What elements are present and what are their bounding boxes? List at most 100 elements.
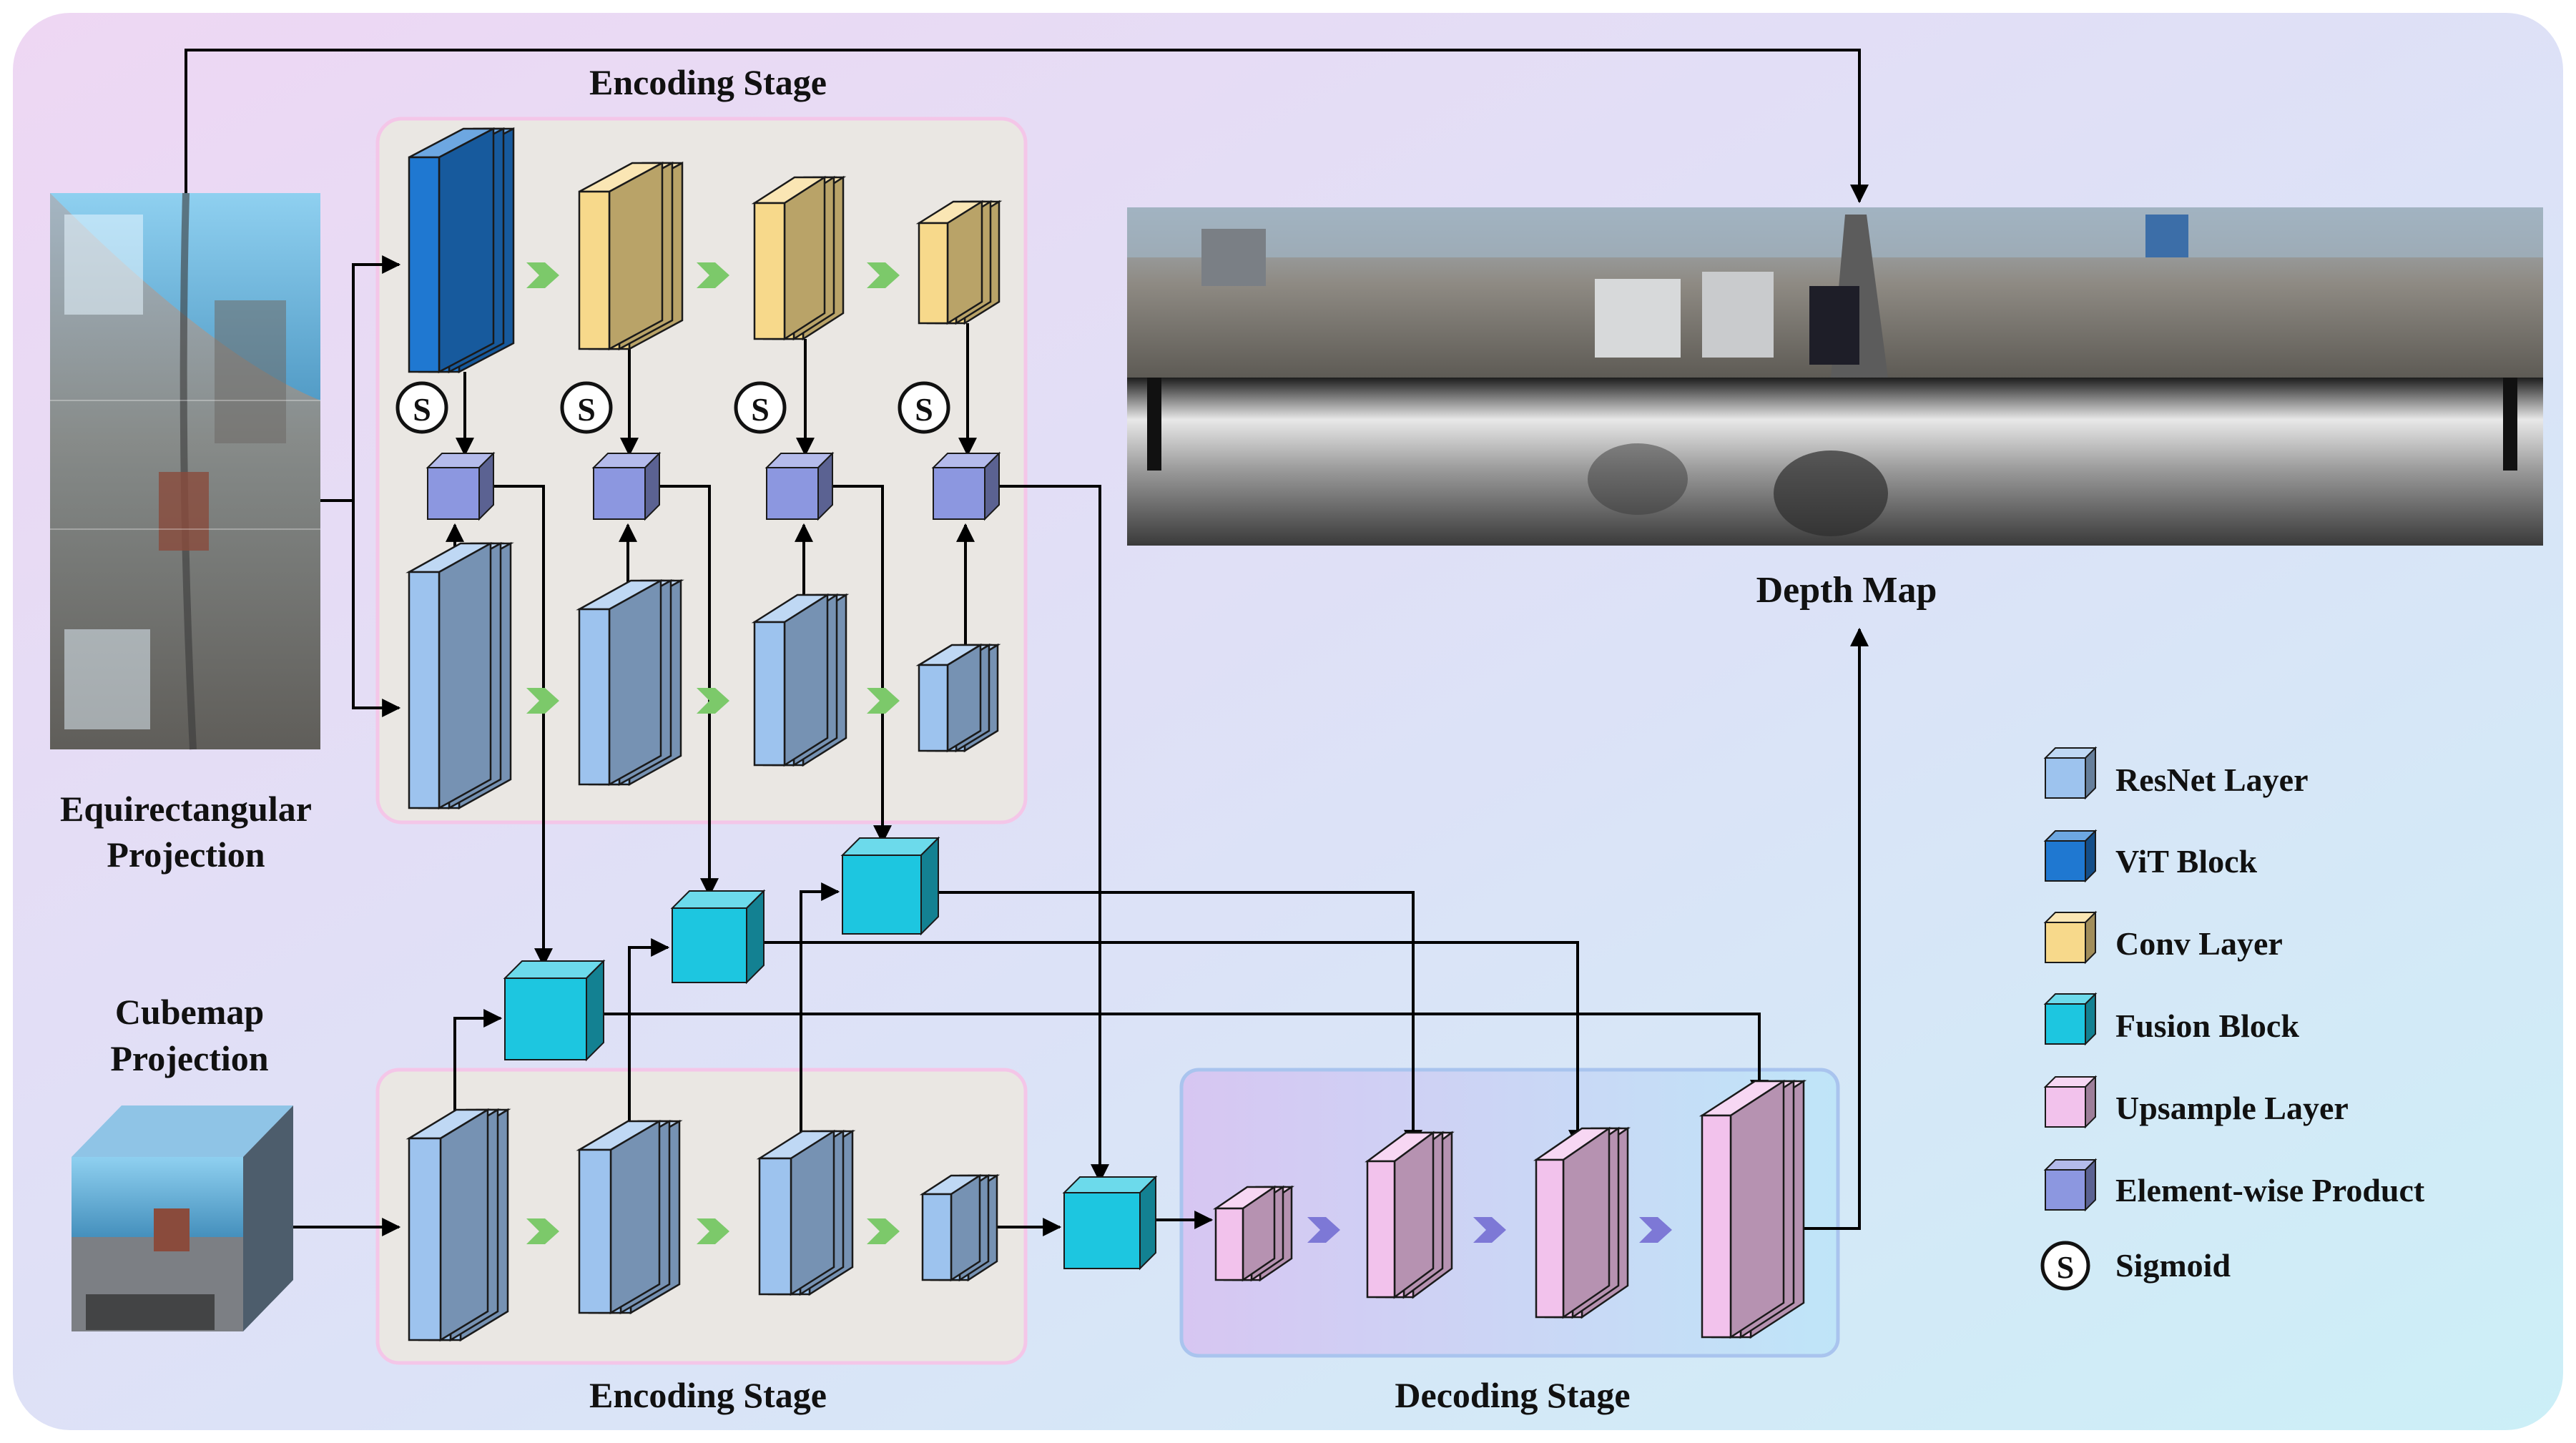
svg-text:S: S: [577, 391, 596, 428]
resnet-layer: [756, 1129, 856, 1296]
chevron-icon: [1639, 1217, 1672, 1243]
fusion-block: [1062, 1175, 1158, 1271]
vit-block-swatch: [2043, 829, 2098, 883]
sigmoid-icon-letter: S: [2057, 1250, 2074, 1285]
connection-arrow: [453, 1009, 503, 1138]
connection-arrow: [748, 941, 1587, 1149]
element-wise-product: [426, 451, 496, 521]
connection-arrow: [924, 891, 1422, 1149]
vit-block: [408, 127, 515, 374]
chevron-icon: [1307, 1217, 1340, 1243]
depth-map-image: [1127, 207, 2543, 546]
element-wise-product-swatch: [2043, 1158, 2098, 1212]
conv-layer-swatch: [2043, 910, 2098, 965]
fusion-block: [670, 889, 766, 985]
chevron-icon: [526, 688, 559, 714]
sigmoid-group: S S S S: [395, 381, 950, 434]
network-blocks: [405, 127, 1807, 1342]
sigmoid-symbol: S: [898, 381, 950, 434]
connection-arrow: [800, 882, 840, 1158]
upsample-layer: [1699, 1079, 1807, 1339]
resnet-layer: [405, 541, 514, 810]
chevron-icon: [867, 688, 900, 714]
chevron-icon: [697, 1218, 729, 1244]
legend-label: Sigmoid: [2115, 1247, 2231, 1284]
resnet-layer: [919, 1173, 1001, 1282]
legend-swatch-cube: [2043, 910, 2098, 965]
legend-item-vit: ViT Block: [2043, 829, 2258, 883]
legend-label: Upsample Layer: [2115, 1090, 2349, 1126]
resnet-layer: [405, 1108, 511, 1342]
sigmoid-symbol: S: [560, 381, 613, 434]
resnet-layer: [915, 643, 1001, 753]
encoding-stage-top-box: [375, 117, 1028, 824]
legend-label: ResNet Layer: [2115, 762, 2309, 798]
legend-item-conv: Conv Layer: [2043, 910, 2283, 965]
upsample-layer: [1533, 1126, 1631, 1319]
sigmoid-symbol: S: [395, 381, 448, 434]
resnet-layer-swatch: [2043, 746, 2098, 800]
resnet-layer: [576, 578, 684, 787]
legend-swatch-cube: [2043, 746, 2098, 800]
depth-map-label: Depth Map: [1756, 570, 1937, 611]
legend-label: ViT Block: [2115, 843, 2258, 880]
cubemap-label-line2: Projection: [110, 1038, 268, 1078]
legend-swatch-cube: [2043, 1075, 2098, 1129]
svg-text:S: S: [915, 391, 933, 428]
decoding-stage-box: [1179, 1068, 1840, 1358]
sigmoid-symbol: S: [734, 381, 787, 434]
legend-swatch-cube: [2043, 1158, 2098, 1212]
legend-label: Fusion Block: [2115, 1008, 2299, 1044]
cubemap-image: [72, 1105, 293, 1331]
chevron-icon: [867, 1218, 900, 1244]
connection-lines: [185, 49, 1869, 1236]
legend-item-resnet: ResNet Layer: [2043, 746, 2309, 800]
resnet-layer: [576, 1119, 683, 1315]
connection-arrow: [482, 485, 553, 967]
chevron-icon: [697, 262, 729, 288]
connection-arrow: [588, 1013, 1769, 1099]
connection-arrow: [648, 485, 719, 897]
legend-label: Conv Layer: [2115, 925, 2283, 962]
legend-item-product: Element-wise Product: [2043, 1158, 2425, 1212]
element-wise-product: [931, 451, 1001, 521]
sigmoid-icon: [2040, 1241, 2090, 1291]
svg-text:S: S: [413, 391, 431, 428]
legend-item-sigmoid: S Sigmoid: [2040, 1241, 2231, 1291]
chevron-icon: [526, 1218, 559, 1244]
svg-text:S: S: [751, 391, 770, 428]
fusion-block: [840, 836, 940, 936]
upsample-layer-swatch: [2043, 1075, 2098, 1129]
chevron-icon: [697, 688, 729, 714]
connection-arrow: [185, 49, 1869, 204]
encoding-stage-top-label: Encoding Stage: [589, 62, 827, 102]
encoding-stage-bottom-label: Encoding Stage: [589, 1375, 827, 1415]
legend-swatch-cube: [2043, 829, 2098, 883]
equirectangular-label-line1: Equirectangular: [60, 789, 312, 829]
legend-swatch-cube: [2043, 992, 2098, 1046]
chevron-icon: [526, 262, 559, 288]
decoding-stage-label: Decoding Stage: [1395, 1375, 1630, 1415]
flow-chevrons: [526, 262, 1672, 1244]
legend-item-fusion: Fusion Block: [2043, 992, 2299, 1046]
encoding-stage-bottom-box: [375, 1068, 1028, 1365]
element-wise-product: [591, 451, 662, 521]
chevron-icon: [867, 262, 900, 288]
connection-arrow: [628, 938, 670, 1150]
legend-label: Element-wise Product: [2115, 1172, 2425, 1208]
conv-layer: [578, 161, 684, 351]
connection-arrow: [821, 485, 892, 844]
connection-arrow: [988, 485, 1109, 1183]
legend: ResNet Layer ViT Block Conv Layer Fusion…: [2040, 746, 2425, 1291]
connection-arrow: [320, 255, 401, 502]
fusion-block: [503, 959, 606, 1062]
connection-arrow: [352, 501, 401, 717]
conv-layer: [915, 200, 1003, 325]
legend-item-upsample: Upsample Layer: [2043, 1075, 2349, 1129]
conv-layer: [751, 175, 847, 341]
upsample-layer: [1365, 1131, 1455, 1299]
chevron-icon: [1473, 1217, 1506, 1243]
fusion-block-swatch: [2043, 992, 2098, 1046]
equirectangular-image: [50, 192, 320, 750]
